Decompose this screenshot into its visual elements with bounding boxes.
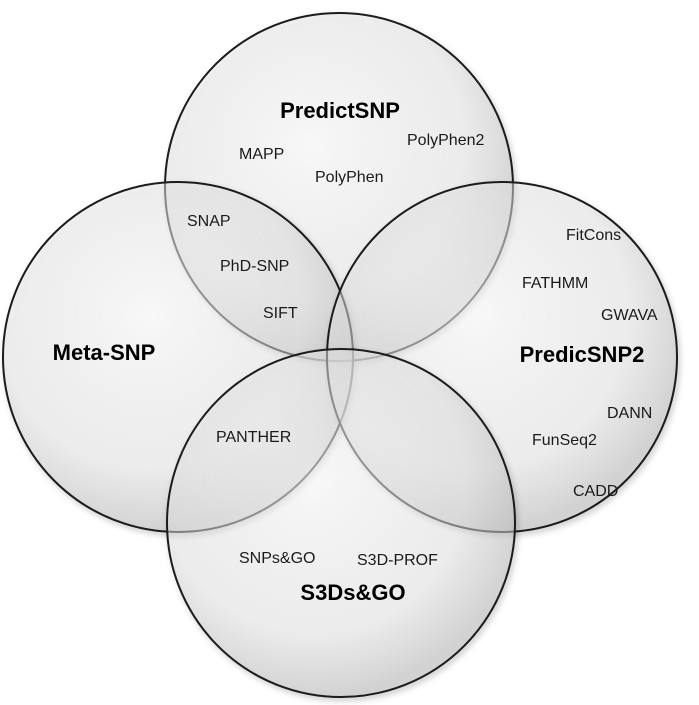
tool-phdsnp: PhD-SNP: [220, 258, 289, 275]
tool-polyphen: PolyPhen: [315, 169, 384, 186]
tool-fitcons: FitCons: [566, 227, 621, 244]
set-title-s3dsgo: S3Ds&GO: [300, 580, 405, 605]
tool-panther: PANTHER: [216, 429, 291, 446]
tool-polyphen2: PolyPhen2: [407, 132, 484, 149]
circle-s3dsgo: [166, 348, 516, 698]
tool-s3dprof: S3D-PROF: [357, 552, 438, 569]
tool-dann: DANN: [607, 405, 652, 422]
tool-snpsgo: SNPs&GO: [239, 550, 315, 567]
set-title-metasnp: Meta-SNP: [53, 340, 156, 365]
tool-funseq2: FunSeq2: [532, 432, 597, 449]
tool-snap: SNAP: [187, 213, 231, 230]
tool-sift: SIFT: [263, 305, 298, 322]
tool-mapp: MAPP: [239, 146, 284, 163]
set-title-predictsnp: PredictSNP: [280, 98, 400, 123]
tool-cadd: CADD: [573, 483, 618, 500]
tool-fathmm: FATHMM: [522, 275, 588, 292]
tool-gwava: GWAVA: [601, 307, 658, 324]
set-title-predicsnp2: PredicSNP2: [520, 342, 645, 367]
